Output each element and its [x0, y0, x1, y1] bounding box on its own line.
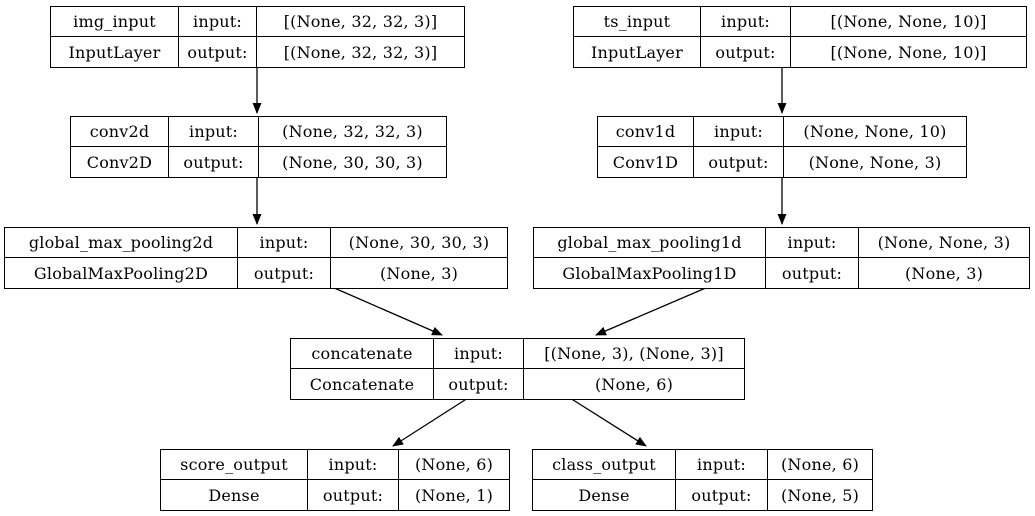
- edge-concatenate-score_output: [392, 397, 469, 447]
- input-label: input:: [169, 117, 259, 147]
- input-label: input:: [766, 228, 859, 258]
- output-shape: (None, 5): [780, 485, 860, 505]
- output-shape: [(None, None, 10)]: [830, 42, 987, 62]
- input-shape: [(None, 3), (None, 3)]: [524, 339, 744, 369]
- output-label: output:: [308, 480, 399, 510]
- input-label: input:: [434, 339, 524, 369]
- input-shape: (None, 32, 32, 3): [259, 117, 446, 147]
- layer-type: Conv1D: [598, 147, 694, 177]
- output-label: output:: [434, 369, 524, 399]
- input-label: input:: [308, 450, 399, 480]
- edge-global_max_pooling1d-concatenate: [595, 286, 709, 336]
- layer-name: class_output: [533, 450, 676, 480]
- layer-node-global-max-pooling2d: global_max_pooling2d input: (None, 30, 3…: [4, 227, 508, 289]
- layer-type: GlobalMaxPooling2D: [5, 258, 238, 288]
- output-label: output:: [676, 480, 768, 510]
- layer-name: concatenate: [291, 339, 434, 369]
- layer-node-conv1d: conv1d input: (None, None, 10) Conv1D ou…: [597, 116, 967, 178]
- input-label: input:: [676, 450, 768, 480]
- layer-node-global-max-pooling1d: global_max_pooling1d input: (None, None,…: [533, 227, 1030, 289]
- layer-node-class-output: class_output input: (None, 6) Dense outp…: [532, 449, 873, 511]
- layer-type: GlobalMaxPooling1D: [534, 258, 766, 288]
- input-label: input:: [694, 117, 784, 147]
- layer-name: conv2d: [71, 117, 169, 147]
- input-shape: (None, 6): [399, 450, 509, 480]
- layer-type: InputLayer: [574, 37, 701, 67]
- layer-node-conv2d: conv2d input: (None, 32, 32, 3) Conv2D o…: [70, 116, 447, 178]
- layer-name: conv1d: [598, 117, 694, 147]
- edge-global_max_pooling2d-concatenate: [331, 286, 443, 336]
- input-shape: [(None, 32, 32, 3)]: [257, 7, 464, 37]
- input-shape: [(None, None, 10)]: [791, 7, 1026, 37]
- input-shape: (None, None, 10): [784, 117, 966, 147]
- output-label: output:: [238, 258, 331, 288]
- layer-node-score-output: score_output input: (None, 6) Dense outp…: [160, 449, 510, 511]
- input-label: input:: [179, 7, 257, 37]
- input-label: input:: [701, 7, 791, 37]
- output-shape: (None, 30, 30, 3): [282, 152, 423, 172]
- input-label: input:: [238, 228, 331, 258]
- layer-type: Conv2D: [71, 147, 169, 177]
- output-shape: (None, 3): [904, 263, 984, 283]
- input-shape: (None, 6): [768, 450, 872, 480]
- layer-type: InputLayer: [51, 37, 179, 67]
- layer-name: img_input: [51, 7, 179, 37]
- layer-type: Dense: [161, 480, 308, 510]
- output-shape: (None, 1): [414, 485, 494, 505]
- edge-concatenate-class_output: [569, 397, 647, 447]
- layer-type: Dense: [533, 480, 676, 510]
- output-label: output:: [694, 147, 784, 177]
- layer-name: global_max_pooling2d: [5, 228, 238, 258]
- output-label: output:: [701, 37, 791, 67]
- output-shape: (None, 3): [379, 263, 459, 283]
- output-label: output:: [179, 37, 257, 67]
- output-shape: (None, None, 3): [808, 152, 942, 172]
- layer-node-ts-input: ts_input input: [(None, None, 10)] Input…: [573, 6, 1027, 68]
- input-shape: (None, None, 3): [859, 228, 1029, 258]
- output-shape: [(None, 32, 32, 3)]: [283, 42, 438, 62]
- layer-name: global_max_pooling1d: [534, 228, 766, 258]
- layer-node-concatenate: concatenate input: [(None, 3), (None, 3)…: [290, 338, 745, 400]
- output-shape: (None, 6): [594, 374, 674, 394]
- layer-name: ts_input: [574, 7, 701, 37]
- layer-node-img-input: img_input input: [(None, 32, 32, 3)] Inp…: [50, 6, 465, 68]
- input-shape: (None, 30, 30, 3): [331, 228, 507, 258]
- output-label: output:: [766, 258, 859, 288]
- layer-type: Concatenate: [291, 369, 434, 399]
- layer-name: score_output: [161, 450, 308, 480]
- output-label: output:: [169, 147, 259, 177]
